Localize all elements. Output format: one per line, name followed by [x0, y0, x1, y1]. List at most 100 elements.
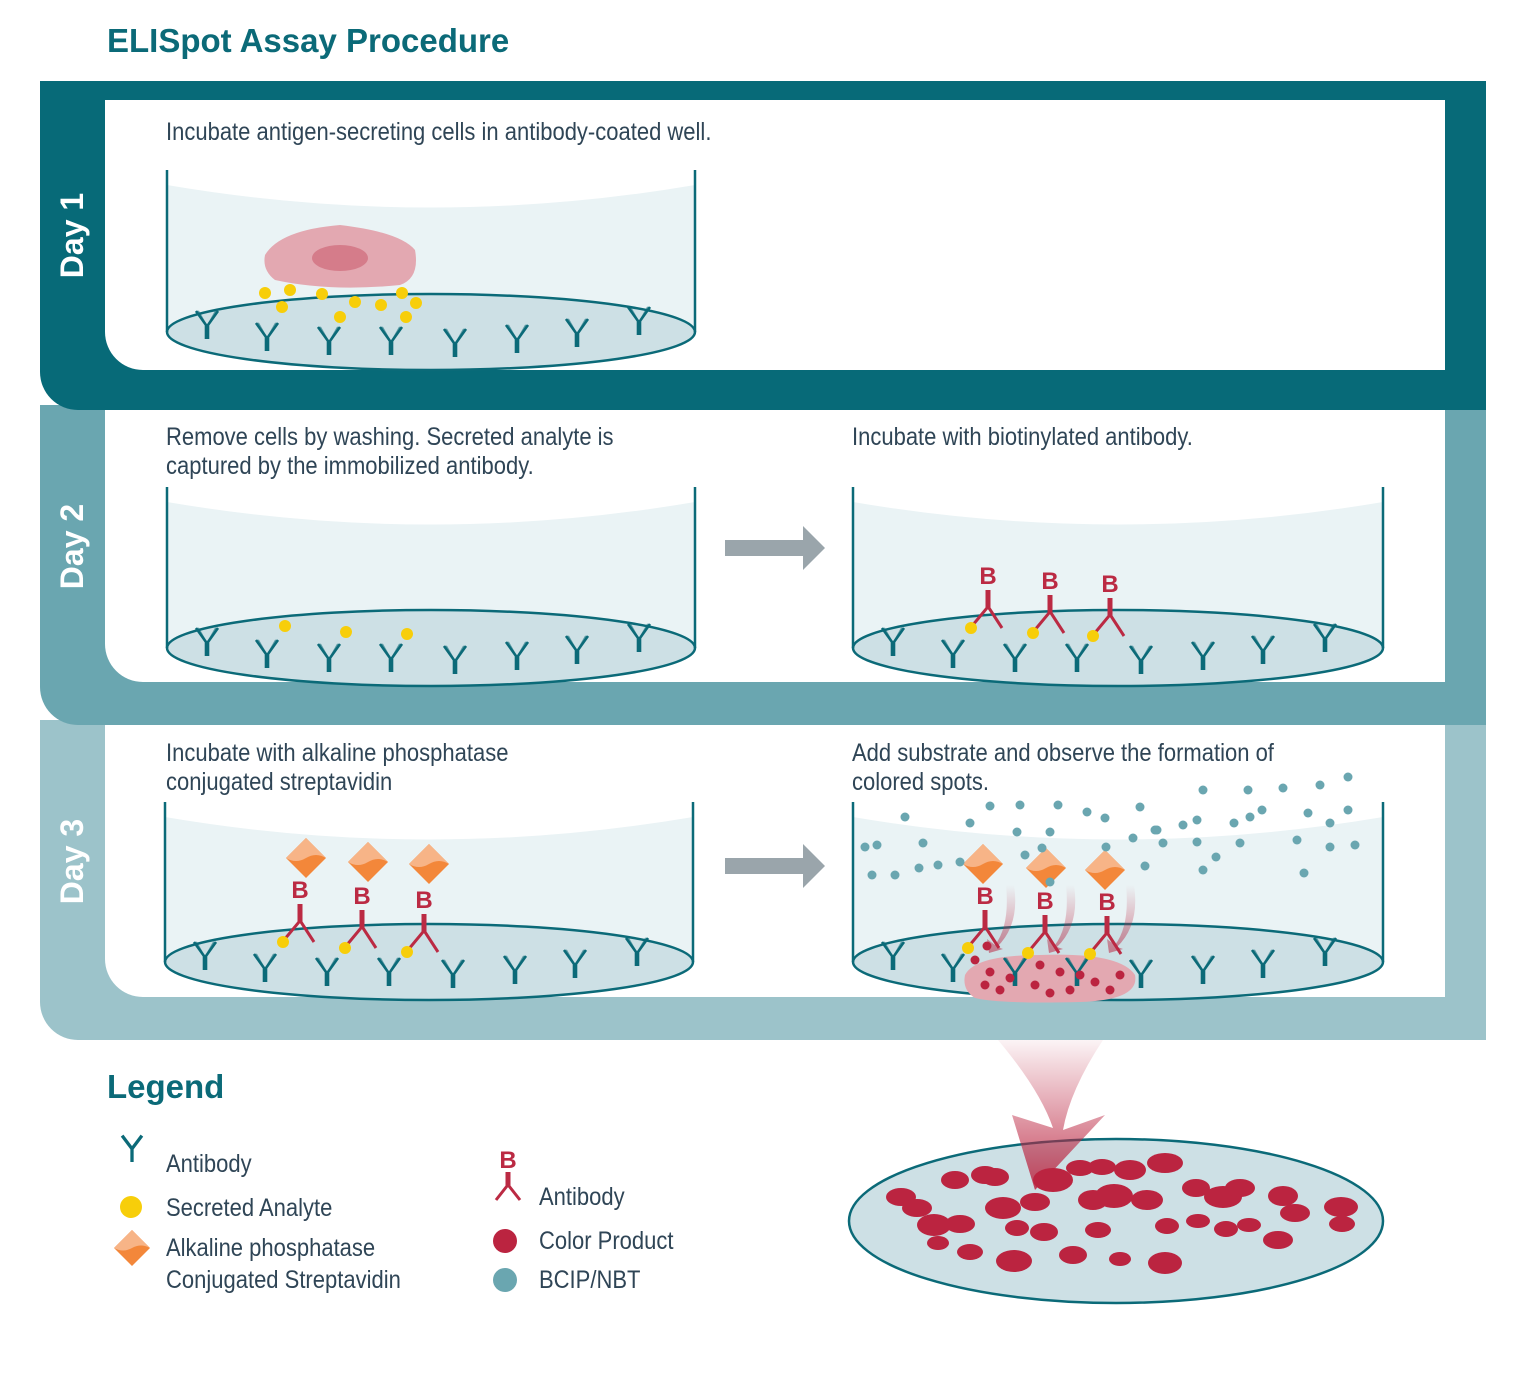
- bcip-nbt-dot: [1292, 835, 1302, 845]
- antibody-icon: [378, 643, 404, 672]
- antibody-icon: [502, 955, 528, 984]
- analyte-dot: [277, 936, 289, 948]
- bcip-nbt-dot: [1211, 852, 1221, 862]
- color-spot: [1005, 1220, 1029, 1236]
- bcip-nbt-dot: [1135, 802, 1145, 812]
- color-spot: [917, 1214, 951, 1236]
- antibody-icon: [254, 639, 280, 668]
- analyte-dot: [339, 942, 351, 954]
- color-spot: [1109, 1252, 1131, 1266]
- antibody-icon: [1002, 957, 1028, 986]
- bcip-nbt-dot: [1020, 850, 1030, 860]
- color-spot: [1095, 1184, 1133, 1208]
- biotin-label: B: [415, 887, 432, 914]
- bcip-nbt-dot: [1343, 772, 1353, 782]
- color-product-dot: [980, 980, 990, 990]
- biotin-label: B: [1098, 889, 1115, 916]
- antibody-icon: [194, 627, 220, 656]
- bcip-nbt-dot: [1045, 877, 1055, 887]
- antibody-icon: [316, 643, 342, 672]
- reaction-arrow: [1047, 885, 1076, 953]
- color-spot: [1020, 1193, 1050, 1211]
- bcip-nbt-dot: [1152, 825, 1162, 835]
- color-spot: [1214, 1221, 1238, 1237]
- analyte-dot: [401, 946, 413, 958]
- color-spot: [1155, 1218, 1179, 1234]
- antibody-icon: [880, 941, 906, 970]
- bcip-nbt-dot: [933, 860, 943, 870]
- well-bottom: [851, 608, 1385, 688]
- color-product-dot: [1105, 985, 1115, 995]
- color-product-dot: [970, 955, 980, 965]
- color-product-dot: [1065, 985, 1075, 995]
- biotinylated-antibody-icon: B: [1027, 568, 1066, 639]
- color-spot: [941, 1171, 969, 1189]
- bcip-nbt-dot: [1325, 842, 1335, 852]
- antibody-icon: [440, 959, 466, 988]
- antibody-icon: [192, 941, 218, 970]
- color-spot: [1088, 1159, 1116, 1175]
- antibody-icon: [252, 953, 278, 982]
- result-arrow: [998, 1040, 1105, 1190]
- color-spot: [945, 1215, 975, 1233]
- bcip-nbt-dot: [1192, 837, 1202, 847]
- bcip-nbt-dot: [1198, 865, 1208, 875]
- reaction-arrow: [987, 885, 1016, 953]
- bcip-nbt-dot: [1229, 818, 1239, 828]
- analyte-dot: [276, 301, 288, 313]
- color-spot: [1059, 1246, 1087, 1264]
- color-spot: [1182, 1179, 1210, 1197]
- legend-label-bcip-nbt: BCIP/NBT: [539, 1266, 641, 1294]
- biotinylated-antibody-icon: B: [1087, 571, 1126, 642]
- color-spot: [1280, 1204, 1310, 1222]
- antibody-icon: [880, 627, 906, 656]
- antibody-icon: [194, 310, 220, 339]
- bcip-nbt-dot: [1243, 785, 1253, 795]
- color-spot: [985, 1197, 1021, 1219]
- day2-step1-caption: Remove cells by washing. Secreted analyt…: [166, 423, 614, 480]
- biotin-label: B: [1036, 888, 1053, 915]
- bcip-nbt-dot: [1303, 808, 1313, 818]
- antibody-icon: [442, 645, 468, 674]
- next-step-arrow: [725, 526, 825, 570]
- biotinylated-antibody-icon: B: [277, 877, 316, 948]
- analyte-dot: [340, 626, 352, 638]
- color-product-dot: [1090, 977, 1100, 987]
- well-liquid: [167, 502, 695, 648]
- color-spot: [957, 1244, 983, 1260]
- streptavidin-icon: [348, 842, 388, 882]
- color-product-dot: [1030, 980, 1040, 990]
- analyte-dot: [279, 620, 291, 632]
- bcip-nbt-dot: [1325, 818, 1335, 828]
- bcip-nbt-dot: [1245, 812, 1255, 822]
- color-spot: [981, 1168, 1009, 1186]
- color-spot: [1066, 1160, 1094, 1176]
- well-day2-washed: [165, 487, 697, 688]
- color-product-dot: [1045, 988, 1055, 998]
- antibody-icon: [1064, 643, 1090, 672]
- biotinylated-antibody-icon: B: [339, 883, 378, 954]
- color-spot: [1114, 1160, 1146, 1180]
- reaction-arrow: [1107, 885, 1136, 953]
- antibody-icon: [378, 326, 404, 355]
- color-spot: [1237, 1218, 1261, 1232]
- biotin-label: B: [1041, 568, 1058, 595]
- antibody-icon: [1190, 641, 1216, 670]
- color-spot: [1148, 1252, 1182, 1274]
- page-title: ELISpot Assay Procedure: [107, 22, 510, 59]
- antibody-icon: [1128, 959, 1154, 988]
- bcip-nbt-dot: [914, 863, 924, 873]
- antibody-icon: [314, 957, 340, 986]
- analyte-dot: [401, 628, 413, 640]
- biotinylated-antibody-icon: B: [401, 887, 440, 958]
- antibody-icon: [562, 949, 588, 978]
- bcip-nbt-dot: [890, 870, 900, 880]
- analyte-dot: [259, 287, 271, 299]
- color-spot: [1225, 1179, 1255, 1197]
- antibody-icon: [316, 326, 342, 355]
- cell-nucleus: [312, 245, 368, 271]
- legend-label-color-product: Color Product: [539, 1227, 674, 1255]
- day1-step1-caption: Incubate antigen-secreting cells in anti…: [166, 118, 712, 146]
